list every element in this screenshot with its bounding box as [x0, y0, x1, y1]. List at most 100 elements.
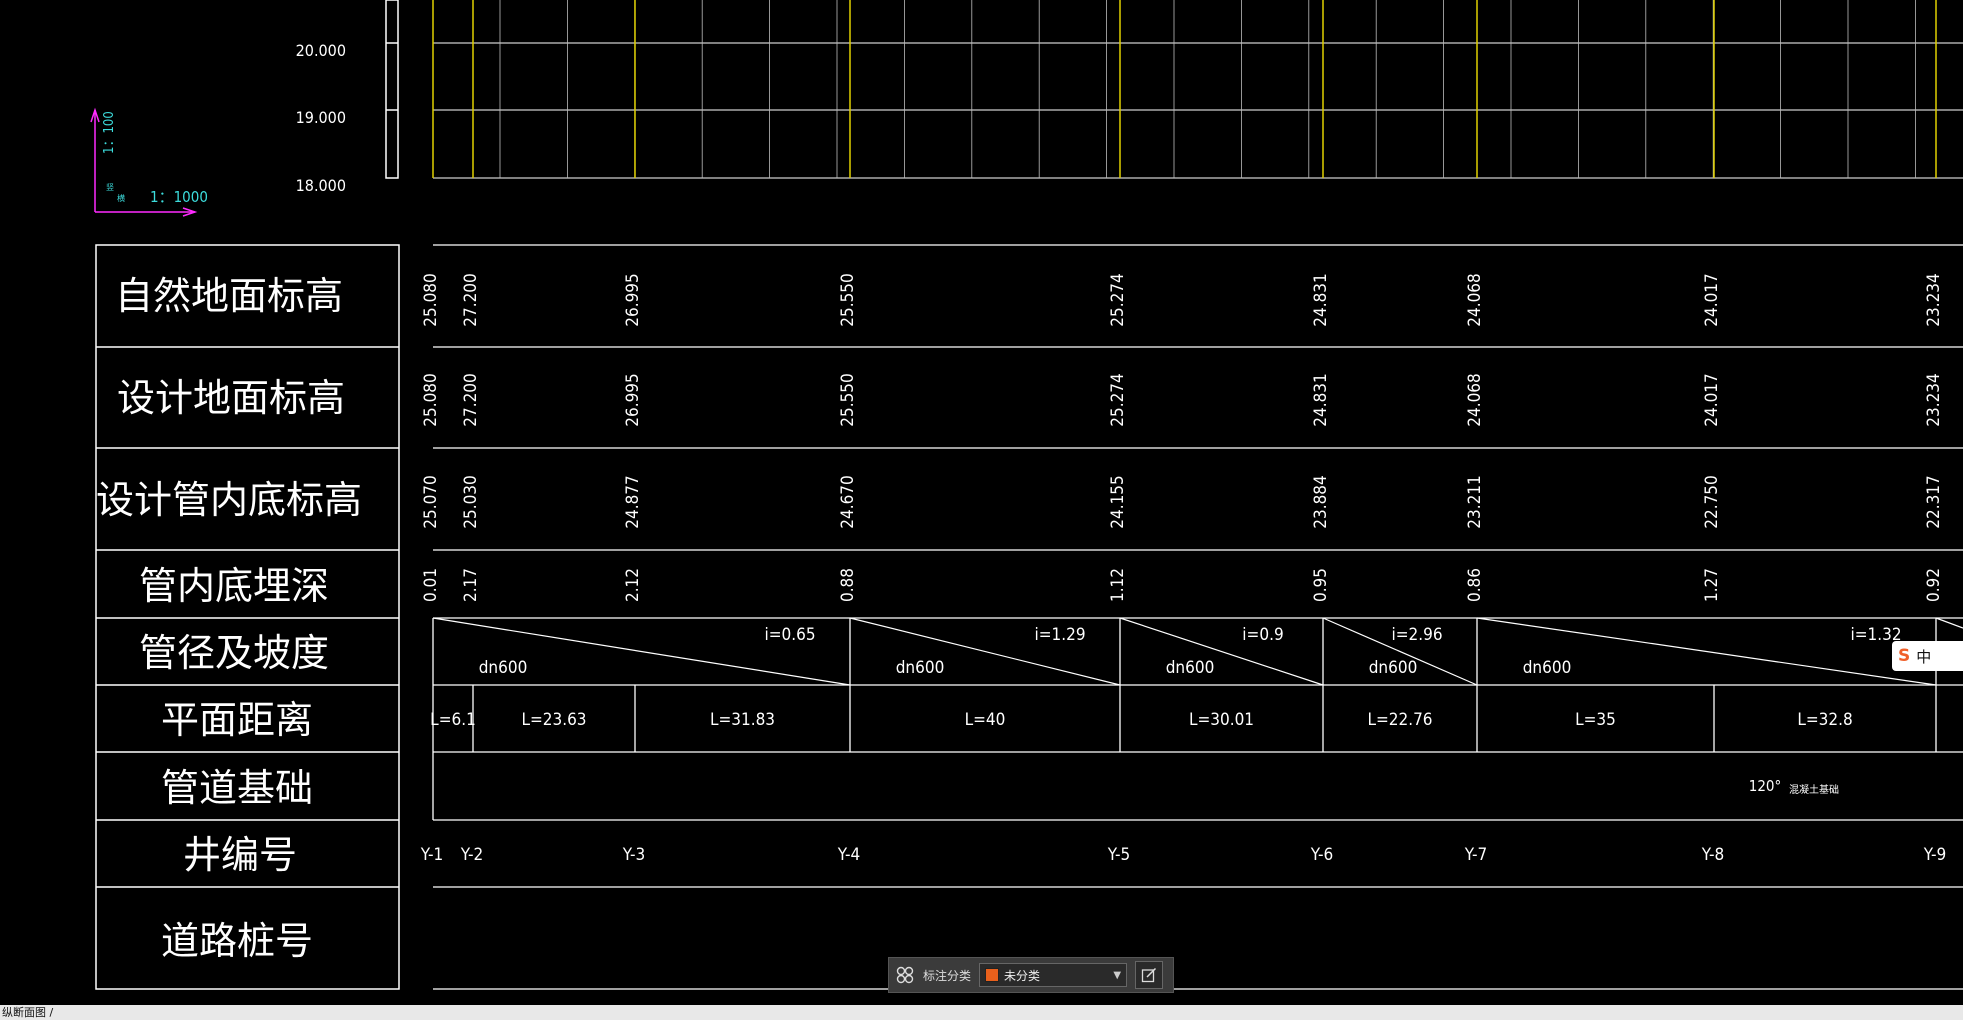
well-id-label: Y-3	[622, 845, 646, 865]
well-id-label: Y-4	[837, 845, 861, 865]
diameter-label: dn600	[1166, 658, 1215, 678]
distance-label: L=23.63	[521, 710, 586, 730]
category-selected-value: 未分类	[1004, 968, 1041, 983]
horizontal-axis-label: 横	[117, 193, 125, 203]
slope-label: i=1.32	[1850, 625, 1901, 645]
elevation-label: 20.000	[296, 41, 346, 60]
slope-label: i=0.9	[1242, 625, 1283, 645]
natural-ground-value: 23.234	[1924, 273, 1944, 327]
edit-category-button[interactable]	[1135, 961, 1164, 989]
design-ground-value: 24.831	[1311, 373, 1331, 427]
distance-label: L=32.8	[1797, 710, 1852, 730]
invert-elevation-value: 23.211	[1465, 475, 1485, 529]
slope-label: i=1.29	[1034, 625, 1085, 645]
category-label: 标注分类	[923, 968, 972, 983]
annotation-category-toolbar: 标注分类 未分类 ▼	[888, 957, 1174, 993]
row-header-plan-distance: 平面距离	[161, 698, 313, 742]
design-ground-value: 25.550	[838, 373, 858, 427]
invert-depth-value: 1.27	[1702, 568, 1722, 602]
well-id-label: Y-7	[1464, 845, 1488, 865]
sogou-logo-icon: S	[1898, 646, 1911, 666]
design-ground-value: 24.068	[1465, 373, 1485, 427]
distance-label: L=22.76	[1367, 710, 1432, 730]
invert-depth-value: 1.12	[1108, 568, 1128, 602]
distance-label: L=6.1	[430, 710, 476, 730]
scale-indicator: 1：100 竖 横 1：1000	[90, 107, 208, 217]
diameter-label: dn600	[1369, 658, 1418, 678]
layout-tab-bar: 纵断面图 /	[0, 1005, 1963, 1020]
distance-label: L=31.83	[710, 710, 775, 730]
foundation-label: 混凝土基础	[1789, 783, 1839, 796]
elevation-label: 18.000	[296, 176, 346, 195]
profile-data-table: i=0.65 dn600 i=1.29 dn600 i=0.9 dn600 i=2.96 dn…	[420, 244, 1963, 990]
invert-depth-value: 0.95	[1311, 568, 1331, 602]
invert-elevation-value: 22.317	[1924, 475, 1944, 529]
well-id-label: Y-5	[1107, 845, 1131, 865]
invert-depth-value: 0.92	[1924, 568, 1944, 602]
ime-indicator[interactable]: S 中	[1892, 641, 1963, 671]
grid-icon[interactable]	[895, 965, 915, 985]
slope-diagonal	[432, 617, 851, 686]
vertical-axis-label: 竖	[106, 183, 114, 192]
distance-label: L=40	[965, 710, 1006, 730]
well-id-label: Y-9	[1923, 845, 1947, 865]
edit-icon	[1141, 967, 1157, 983]
invert-depth-value: 2.12	[623, 568, 643, 602]
diameter-label: dn600	[896, 658, 945, 678]
slope-diagonal	[1322, 617, 1478, 686]
elevation-label: 19.000	[296, 108, 346, 127]
foundation-angle: 120°	[1749, 777, 1782, 795]
invert-elevation-value: 22.750	[1702, 475, 1722, 529]
invert-elevation-value: 24.670	[838, 475, 858, 529]
elevation-ruler	[385, 0, 399, 179]
invert-depth-value: 0.01	[421, 568, 441, 602]
natural-ground-value: 27.200	[461, 273, 481, 327]
invert-depth-value: 0.86	[1465, 568, 1485, 602]
diameter-label: dn600	[479, 658, 528, 678]
slope-label: i=0.65	[764, 625, 815, 645]
layout-tab[interactable]: 纵断面图	[2, 1006, 46, 1019]
invert-elevation-value: 24.877	[623, 475, 643, 529]
ime-mode: 中	[1916, 647, 1932, 666]
slope-label: i=2.96	[1391, 625, 1442, 645]
row-header-invert-depth: 管内底埋深	[139, 564, 329, 608]
slope-diagonal	[1935, 617, 1963, 629]
row-header-table: 自然地面标高 设计地面标高 设计管内底标高 管内底埋深 管径及坡度 平面距离 管…	[95, 244, 400, 990]
invert-depth-value: 2.17	[461, 568, 481, 602]
design-ground-value: 25.080	[421, 373, 441, 427]
natural-ground-value: 25.550	[838, 273, 858, 327]
slope-diagonal	[849, 617, 1121, 686]
invert-depth-value: 0.88	[838, 568, 858, 602]
row-header-road-station: 道路桩号	[161, 919, 313, 963]
profile-grid	[432, 0, 1963, 179]
invert-elevation-value: 23.884	[1311, 475, 1331, 529]
natural-ground-value: 24.831	[1311, 273, 1331, 327]
slope-diagonal	[1119, 617, 1324, 686]
distance-label: L=30.01	[1189, 710, 1254, 730]
row-header-diameter-slope: 管径及坡度	[139, 631, 329, 675]
row-header-natural-ground: 自然地面标高	[115, 274, 343, 318]
well-id-label: Y-8	[1701, 845, 1725, 865]
design-ground-value: 27.200	[461, 373, 481, 427]
row-header-pipe-foundation: 管道基础	[161, 766, 313, 810]
category-color-swatch	[985, 968, 1000, 982]
invert-elevation-value: 25.070	[421, 475, 441, 529]
row-header-design-ground: 设计地面标高	[117, 376, 345, 420]
invert-elevation-value: 24.155	[1108, 475, 1128, 529]
distance-label: L=35	[1575, 710, 1616, 730]
natural-ground-value: 24.068	[1465, 273, 1485, 327]
natural-ground-value: 26.995	[623, 273, 643, 327]
design-ground-value: 26.995	[623, 373, 643, 427]
natural-ground-value: 24.017	[1702, 273, 1722, 327]
natural-ground-value: 25.274	[1108, 273, 1128, 327]
design-ground-value: 23.234	[1924, 373, 1944, 427]
row-header-invert-elevation: 设计管内底标高	[96, 478, 362, 522]
category-select[interactable]: 未分类 ▼	[979, 963, 1128, 987]
design-ground-value: 24.017	[1702, 373, 1722, 427]
chevron-down-icon: ▼	[1113, 969, 1122, 981]
row-header-well-number: 井编号	[183, 833, 297, 877]
invert-elevation-value: 25.030	[461, 475, 481, 529]
slope-diagonal	[1476, 617, 1937, 686]
natural-ground-value: 25.080	[421, 273, 441, 327]
